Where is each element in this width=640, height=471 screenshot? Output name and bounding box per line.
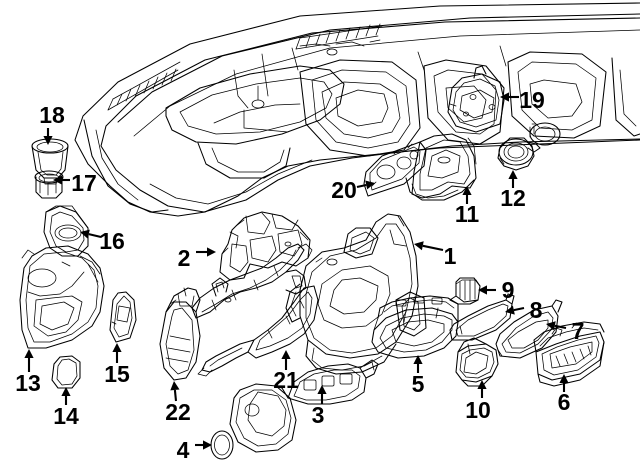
callout-number-13: 13: [15, 370, 41, 396]
callout-number-3: 3: [312, 402, 325, 428]
callout-9: 9: [478, 277, 514, 303]
callout-arrowhead: [413, 355, 423, 364]
part-12-dual-cupholder-insert-ring: [497, 122, 561, 171]
callout-leader-line: [554, 324, 567, 330]
part-21-console-rail-brace: [191, 243, 313, 319]
callout-13: 13: [15, 349, 41, 396]
callout-number-4: 4: [177, 437, 190, 463]
callout-7: 7: [546, 318, 584, 344]
part-14-small-access-cover: [51, 355, 81, 389]
callout-6: 6: [558, 374, 571, 415]
callout-number-6: 6: [558, 389, 571, 415]
callout-arrowhead: [203, 440, 212, 450]
callout-leader-line: [173, 389, 178, 402]
callout-5: 5: [412, 355, 425, 397]
callout-12: 12: [500, 170, 526, 211]
callout-22: 22: [165, 381, 191, 425]
callout-number-15: 15: [104, 361, 130, 387]
callout-2: 2: [178, 245, 216, 271]
callout-arrowhead: [43, 136, 53, 145]
part-15-narrow-pillar-trim: [109, 291, 137, 343]
callout-1: 1: [414, 241, 457, 269]
part-9-retainer-clip: [449, 277, 481, 305]
callout-arrowhead: [505, 305, 515, 315]
callout-arrowhead: [477, 380, 487, 389]
callout-8: 8: [505, 297, 543, 323]
callout-19: 19: [500, 87, 545, 113]
callout-number-9: 9: [502, 277, 515, 303]
callout-leader-line: [513, 306, 525, 312]
part-6-air-vent-louver-assembly: [533, 321, 605, 387]
callout-arrowhead: [462, 186, 472, 195]
callout-arrowhead: [207, 247, 216, 257]
callout-number-19: 19: [519, 87, 545, 113]
callout-number-16: 16: [99, 228, 125, 254]
callout-number-21: 21: [273, 367, 299, 393]
callout-3: 3: [312, 385, 327, 428]
callout-number-12: 12: [500, 185, 526, 211]
callout-15: 15: [104, 343, 130, 387]
part-20-instrument-cluster-bezel: [363, 141, 427, 197]
part-2-console-bracket-reinforcement: [219, 211, 311, 281]
part-5-console-storage-tray: [371, 295, 459, 359]
callout-arrowhead: [365, 180, 375, 190]
part-11-knee-bolster-cover: [405, 133, 477, 201]
callout-leader-line: [422, 244, 444, 252]
callout-21: 21: [273, 350, 299, 393]
callout-17: 17: [53, 170, 97, 196]
callout-number-20: 20: [331, 177, 357, 203]
part-4-oval-cap-plug: [210, 430, 234, 460]
part-21-console-side-wall-panel: [197, 285, 319, 377]
callout-20: 20: [331, 177, 375, 203]
callout-number-17: 17: [71, 170, 97, 196]
callout-arrowhead: [281, 350, 291, 359]
callout-arrowhead: [80, 229, 90, 239]
part-13-lower-side-trim-panel: [19, 245, 105, 349]
callout-leader-line: [356, 183, 367, 189]
callout-14: 14: [53, 387, 79, 429]
callout-arrowhead: [61, 387, 71, 396]
callout-number-22: 22: [165, 399, 191, 425]
part-3-console-rear-trim-panel: [229, 359, 379, 453]
callout-arrowhead: [24, 349, 34, 358]
callout-arrowhead: [559, 374, 569, 383]
callout-arrowhead: [478, 285, 487, 295]
callout-arrowhead: [112, 343, 122, 352]
part-10-console-mounting-bracket: [455, 337, 499, 387]
callout-number-7: 7: [572, 318, 585, 344]
callout-18: 18: [39, 102, 65, 145]
part-16-corner-speaker-grille: [43, 205, 89, 257]
callout-arrowhead: [170, 381, 180, 391]
callout-number-5: 5: [412, 371, 425, 397]
callout-number-8: 8: [530, 297, 543, 323]
callout-number-2: 2: [178, 245, 191, 271]
callout-arrowhead: [500, 92, 509, 102]
callout-11: 11: [455, 186, 480, 227]
callout-16: 16: [80, 228, 125, 254]
part-19-upper-console-mount-bracket: [447, 65, 505, 133]
callout-number-11: 11: [455, 201, 480, 227]
callout-4: 4: [177, 437, 212, 463]
callout-number-18: 18: [39, 102, 65, 128]
callout-10: 10: [465, 380, 491, 423]
callout-arrowhead: [414, 241, 424, 251]
callout-leader-line: [88, 233, 102, 239]
part-22-console-structural-brace: [159, 287, 201, 381]
callout-number-10: 10: [465, 397, 491, 423]
instrument-panel-assembly: [74, 2, 640, 217]
callout-arrowhead: [53, 175, 62, 185]
callout-number-14: 14: [53, 403, 79, 429]
callout-arrowhead: [508, 170, 518, 179]
callout-number-1: 1: [444, 243, 457, 269]
part-1-center-console-body: [285, 213, 427, 375]
callout-arrowhead: [317, 385, 327, 394]
callout-arrowhead: [546, 321, 556, 331]
